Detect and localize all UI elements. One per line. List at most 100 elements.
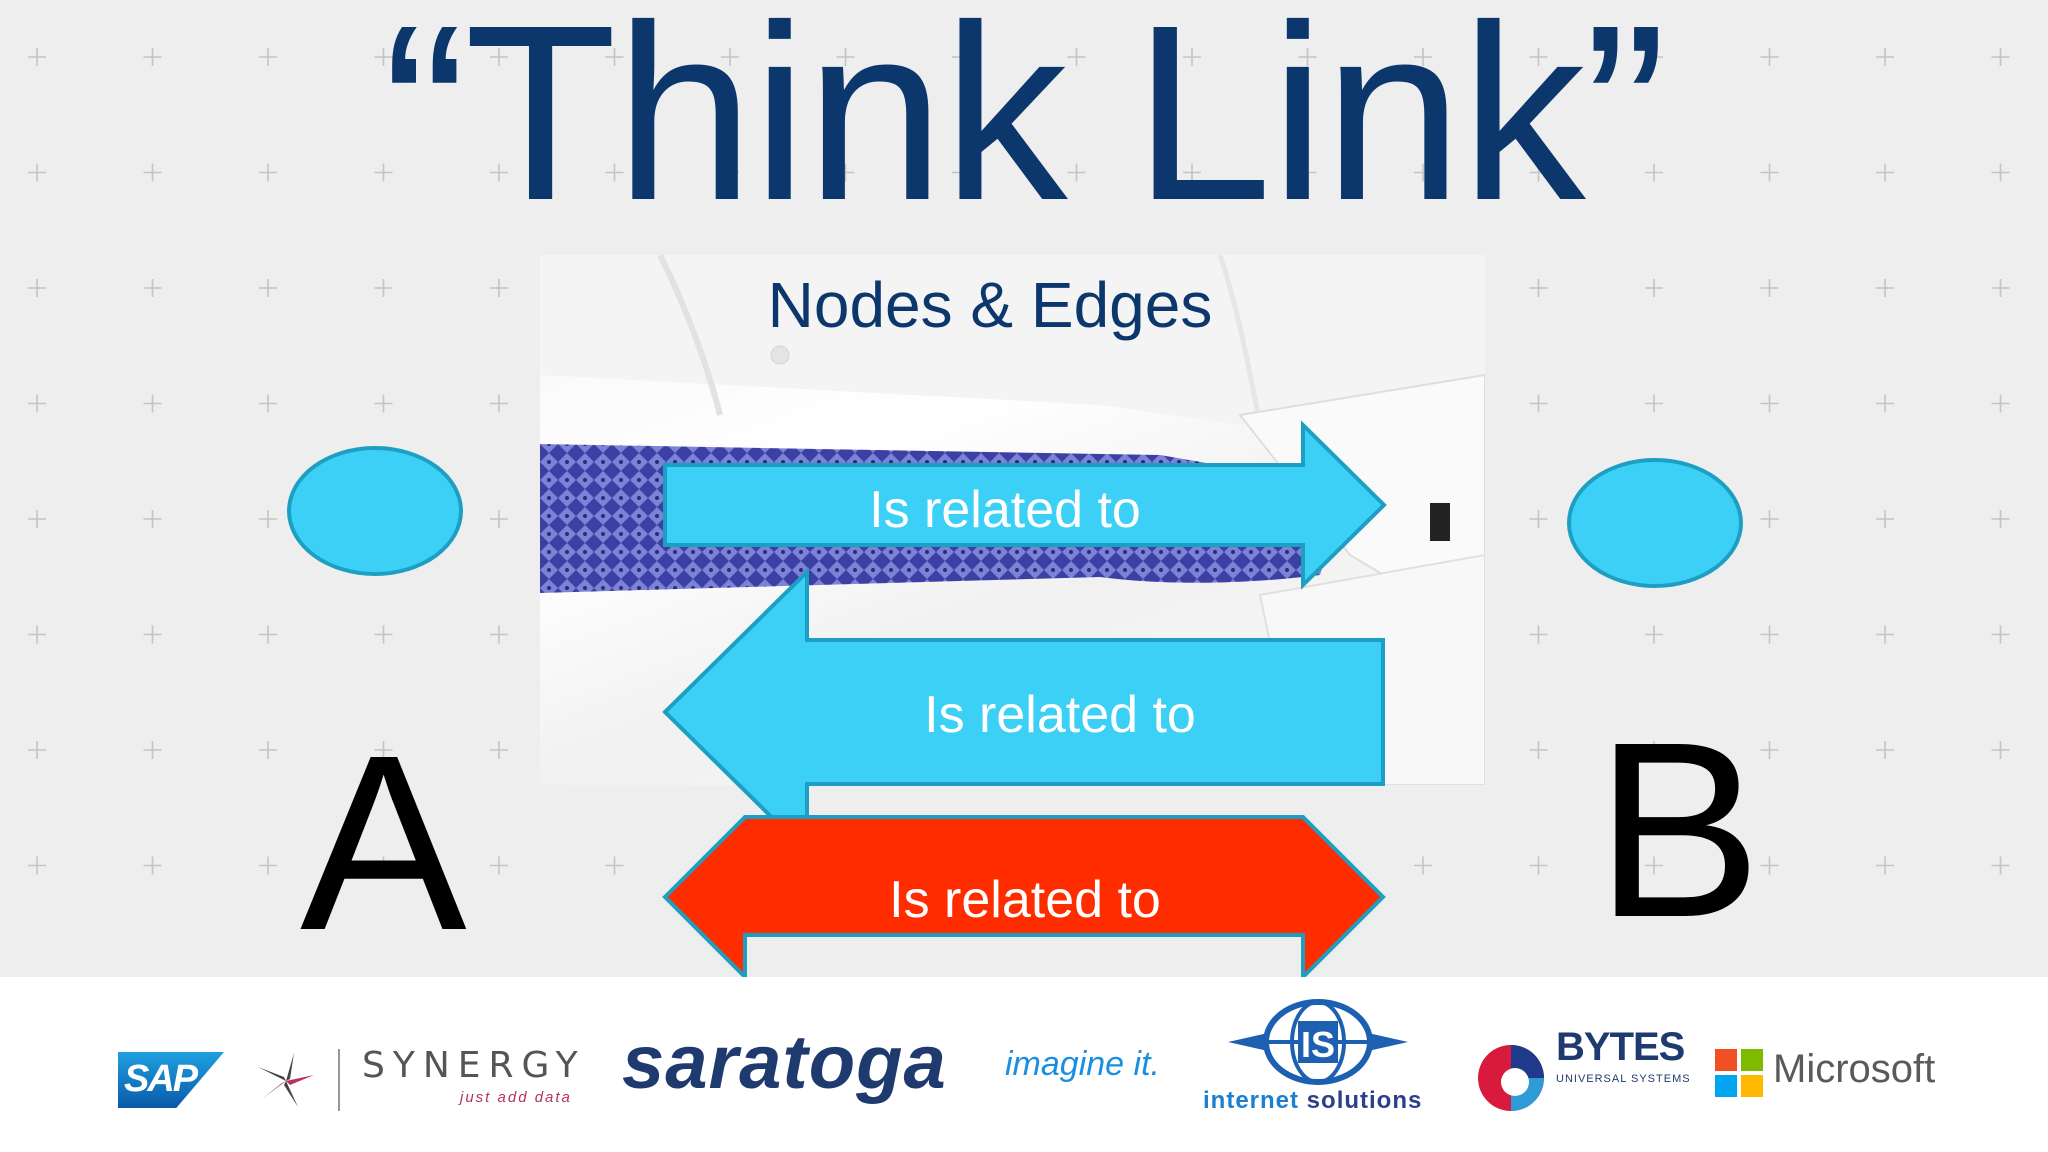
grid-plus-mark — [1529, 741, 1548, 759]
right-arrow — [663, 420, 1387, 590]
grid-plus-mark — [1298, 48, 1317, 66]
grid-plus-mark — [1298, 163, 1317, 182]
grid-plus-mark — [259, 279, 277, 297]
grid-plus-mark — [952, 163, 970, 182]
grid-plus-mark — [259, 625, 277, 644]
grid-plus-mark — [374, 163, 393, 182]
left-arrow — [662, 567, 1385, 857]
sap-logo: SAP — [118, 1052, 224, 1108]
grid-plus-mark — [143, 279, 162, 297]
grid-plus-mark — [1760, 856, 1779, 875]
grid-plus-mark — [143, 741, 162, 759]
grid-plus-mark — [490, 394, 508, 413]
grid-plus-mark — [490, 48, 508, 66]
grid-plus-mark — [1067, 163, 1086, 182]
internet-solutions-logo-text: internet solutions — [1203, 1087, 1422, 1115]
grid-plus-mark — [28, 625, 46, 644]
slide: “Think Link” Nodes & Edges A B — [0, 0, 2048, 977]
grid-plus-mark — [1991, 856, 2010, 875]
logo-divider — [338, 1049, 340, 1111]
node-b-circle — [1567, 458, 1743, 588]
node-a-circle — [287, 446, 463, 576]
grid-plus-mark — [1991, 741, 2010, 759]
grid-plus-mark — [1760, 394, 1779, 413]
grid-plus-mark — [1991, 625, 2010, 644]
grid-plus-mark — [374, 279, 393, 297]
grid-plus-mark — [1529, 510, 1548, 528]
slide-title: “Think Link” — [383, 0, 1667, 252]
grid-plus-mark — [605, 856, 624, 875]
microsoft-logo-text: Microsoft — [1773, 1047, 1936, 1091]
grid-plus-mark — [143, 510, 162, 528]
sap-logo-text: SAP — [124, 1058, 198, 1100]
grid-plus-mark — [605, 48, 624, 66]
synergy-tagline: just add data — [460, 1089, 572, 1106]
grid-plus-mark — [1876, 279, 1894, 297]
bytes-logo-text: BYTES — [1556, 1025, 1685, 1069]
left-arrow-label: Is related to — [924, 686, 1196, 744]
edge-arrows — [662, 420, 1387, 977]
grid-plus-mark — [143, 163, 162, 182]
grid-plus-mark — [28, 394, 46, 413]
grid-plus-mark — [259, 741, 277, 759]
grid-plus-mark — [143, 394, 162, 413]
grid-plus-mark — [259, 394, 277, 413]
grid-plus-mark — [1876, 48, 1894, 66]
grid-plus-mark — [1645, 163, 1663, 182]
grid-plus-mark — [1876, 394, 1894, 413]
grid-plus-mark — [952, 48, 970, 66]
grid-plus-mark — [1991, 510, 2010, 528]
grid-plus-mark — [374, 856, 393, 875]
grid-plus-mark — [1645, 394, 1663, 413]
svg-text:IS: IS — [1301, 1024, 1335, 1065]
grid-plus-mark — [836, 48, 855, 66]
grid-plus-mark — [1529, 48, 1548, 66]
grid-plus-mark — [28, 279, 46, 297]
grid-plus-mark — [1529, 279, 1548, 297]
grid-plus-mark — [28, 510, 46, 528]
saratoga-tagline: imagine it. — [1005, 1045, 1160, 1083]
grid-plus-mark — [1645, 48, 1663, 66]
grid-plus-mark — [1183, 163, 1201, 182]
grid-plus-mark — [1760, 48, 1779, 66]
synergy-logo-text: SYNERGY — [362, 1045, 586, 1086]
grid-plus-mark — [28, 48, 46, 66]
microsoft-windows-icon — [1715, 1049, 1763, 1097]
grid-plus-mark — [605, 163, 624, 182]
grid-plus-mark — [374, 741, 393, 759]
grid-plus-mark — [259, 163, 277, 182]
grid-plus-mark — [1991, 163, 2010, 182]
grid-plus-mark — [1529, 856, 1548, 875]
grid-plus-mark — [721, 48, 739, 66]
grid-plus-mark — [490, 279, 508, 297]
grid-plus-mark — [143, 856, 162, 875]
grid-plus-mark — [28, 856, 46, 875]
node-a-label: A — [300, 703, 467, 977]
grid-plus-mark — [374, 625, 393, 644]
grid-plus-mark — [490, 163, 508, 182]
right-arrow-label: Is related to — [869, 481, 1141, 539]
bytes-logo-subtext: UNIVERSAL SYSTEMS — [1556, 1073, 1691, 1085]
grid-plus-mark — [1645, 279, 1663, 297]
grid-plus-mark — [1414, 856, 1432, 875]
grid-plus-mark — [490, 625, 508, 644]
grid-plus-mark — [1760, 163, 1779, 182]
grid-plus-mark — [1645, 741, 1663, 759]
grid-plus-mark — [1414, 48, 1432, 66]
grid-plus-mark — [374, 394, 393, 413]
synergy-pinwheel-icon — [258, 1053, 314, 1107]
grid-plus-mark — [1991, 394, 2010, 413]
grid-plus-mark — [259, 856, 277, 875]
grid-plus-mark — [1529, 625, 1548, 644]
grid-plus-mark — [836, 163, 855, 182]
grid-plus-mark — [1991, 279, 2010, 297]
saratoga-logo: saratoga — [622, 1020, 947, 1105]
grid-plus-mark — [143, 625, 162, 644]
grid-plus-mark — [1876, 625, 1894, 644]
grid-plus-mark — [490, 741, 508, 759]
double-arrow-label: Is related to — [889, 871, 1161, 929]
sponsor-logo-strip: SAP SYNERGY just add data saratoga imagi… — [0, 977, 2048, 1152]
grid-plus-mark — [1645, 625, 1663, 644]
grid-plus-mark — [1183, 48, 1201, 66]
double-arrow — [662, 815, 1386, 977]
